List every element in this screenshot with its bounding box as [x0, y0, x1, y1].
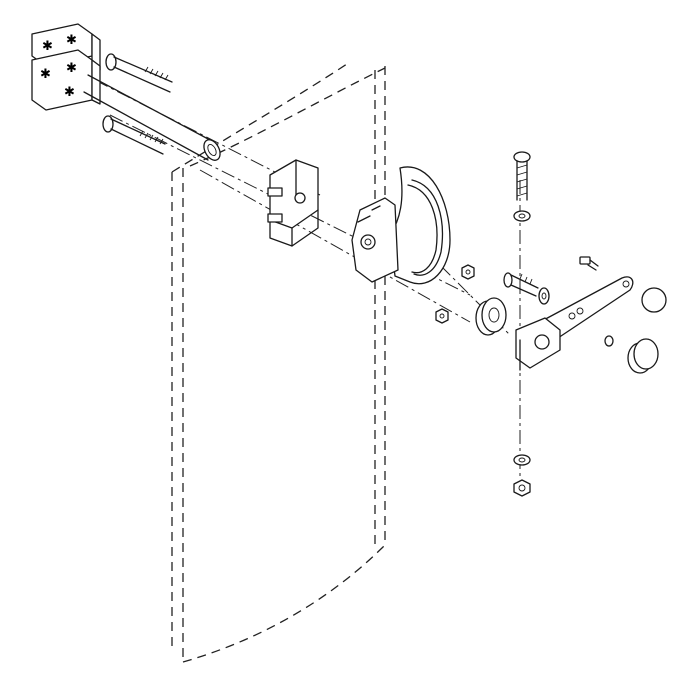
- hex-nut-upper: [461, 264, 475, 280]
- hex-nut-lower: [435, 308, 449, 324]
- mounting-bracket-lower: ✱ ✱ ✱: [31, 49, 101, 111]
- arm-lever: [515, 276, 634, 371]
- spacer-tube: [83, 74, 221, 161]
- side-washer: [538, 287, 550, 305]
- lower-hex-nut: [513, 479, 531, 497]
- long-bolt-lower: [102, 115, 166, 155]
- roller-bushing: [475, 297, 507, 336]
- top-screw: [513, 151, 531, 201]
- arm-set-screw: [579, 256, 599, 271]
- svg-text:✱: ✱: [66, 61, 77, 76]
- svg-text:✱: ✱: [42, 39, 53, 54]
- hidden-panel-outline: [171, 61, 386, 663]
- svg-text:✱: ✱: [66, 33, 77, 48]
- svg-text:✱: ✱: [40, 67, 51, 82]
- knob-cap: [627, 338, 659, 374]
- side-bolt: [503, 272, 539, 297]
- svg-text:✱: ✱: [64, 85, 75, 100]
- top-washer: [513, 210, 531, 222]
- handle-ball: [641, 287, 667, 313]
- assembly-centerlines: [94, 79, 521, 480]
- long-bolt-upper: [105, 53, 173, 93]
- curved-slotted-plate: [389, 166, 451, 285]
- bracket-plate: [351, 197, 399, 283]
- mounting-block: [267, 159, 319, 247]
- small-washer-right: [604, 335, 614, 347]
- lower-washer: [513, 454, 531, 466]
